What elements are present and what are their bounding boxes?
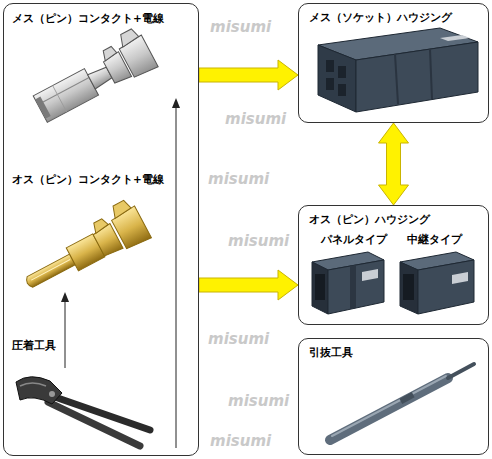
male-contact bbox=[24, 254, 75, 289]
female-housing bbox=[395, 49, 432, 104]
part-heading: メス（ピン）コンタクト+電線 bbox=[12, 11, 164, 25]
type-label: オス（ピン）コンタクト+電線 bbox=[12, 172, 164, 186]
watermark: misumi bbox=[208, 330, 269, 349]
female-housing bbox=[318, 45, 356, 112]
flow-arrow bbox=[199, 270, 298, 300]
female-contact bbox=[38, 77, 89, 104]
crimp-tool bbox=[20, 383, 46, 386]
male-housing-relay bbox=[400, 262, 418, 314]
part-box: メス（ソケット）ハウジング bbox=[298, 3, 489, 123]
male-housing-panel bbox=[312, 252, 384, 314]
part-heading: メス（ソケット）ハウジング bbox=[309, 10, 452, 24]
assembly-arrow bbox=[176, 106, 177, 448]
crimp-tool bbox=[49, 391, 55, 397]
crimp-tool bbox=[16, 377, 62, 404]
female-contact bbox=[117, 28, 139, 48]
female-housing bbox=[326, 60, 334, 72]
flow-arrow bbox=[199, 60, 298, 90]
female-contact bbox=[101, 46, 118, 61]
part-box: メス（ピン）コンタクト+電線オス（ピン）コンタクト+電線圧着工具 bbox=[3, 3, 199, 456]
part-heading: 引抜工具 bbox=[309, 345, 353, 359]
watermark: misumi bbox=[208, 170, 269, 189]
crimp-tool bbox=[16, 377, 150, 446]
male-housing-panel bbox=[350, 265, 356, 309]
female-housing bbox=[326, 78, 334, 90]
assembly-arrow bbox=[172, 98, 180, 108]
assembly-arrow bbox=[61, 292, 69, 302]
male-housing-relay bbox=[403, 274, 414, 300]
male-contact bbox=[91, 217, 109, 233]
male-contact bbox=[31, 259, 70, 280]
extraction-tool bbox=[399, 392, 414, 404]
type-label: 圧着工具 bbox=[12, 338, 56, 352]
female-housing bbox=[440, 35, 470, 41]
female-contact bbox=[53, 86, 67, 112]
female-contact bbox=[27, 26, 158, 125]
assembly-arrow bbox=[61, 98, 180, 448]
flow-arrow bbox=[379, 123, 409, 205]
watermark: misumi bbox=[228, 232, 289, 251]
female-housing bbox=[338, 66, 346, 78]
type-label: パネルタイプ bbox=[321, 232, 387, 246]
male-housing-panel bbox=[328, 260, 384, 314]
crimp-tool bbox=[48, 402, 140, 446]
female-housing bbox=[318, 28, 478, 112]
assembly-arrow bbox=[65, 300, 66, 368]
extraction-tool bbox=[330, 378, 448, 440]
extraction-tool bbox=[448, 364, 474, 378]
female-housing bbox=[338, 84, 346, 96]
male-housing-panel bbox=[312, 262, 328, 314]
male-contact bbox=[110, 199, 132, 219]
male-housing-relay bbox=[400, 252, 474, 314]
male-housing-relay bbox=[418, 260, 474, 314]
watermark: misumi bbox=[228, 392, 289, 411]
male-housing-panel bbox=[362, 269, 378, 281]
watermark: misumi bbox=[225, 110, 286, 129]
type-label: 中継タイプ bbox=[407, 232, 462, 246]
part-box: 引抜工具 bbox=[298, 338, 489, 455]
male-housing-relay bbox=[452, 272, 468, 284]
extraction-tool bbox=[330, 364, 474, 440]
watermark: misumi bbox=[210, 432, 271, 451]
part-heading: オス（ピン）ハウジング bbox=[309, 212, 430, 226]
part-box: オス（ピン）ハウジングパネルタイプ 中継タイプ bbox=[298, 205, 489, 325]
watermark: misumi bbox=[210, 18, 271, 37]
female-housing bbox=[356, 42, 478, 112]
male-housing-panel bbox=[315, 274, 325, 300]
male-contact bbox=[14, 197, 151, 299]
female-contact bbox=[35, 97, 51, 119]
extraction-tool bbox=[332, 376, 446, 436]
